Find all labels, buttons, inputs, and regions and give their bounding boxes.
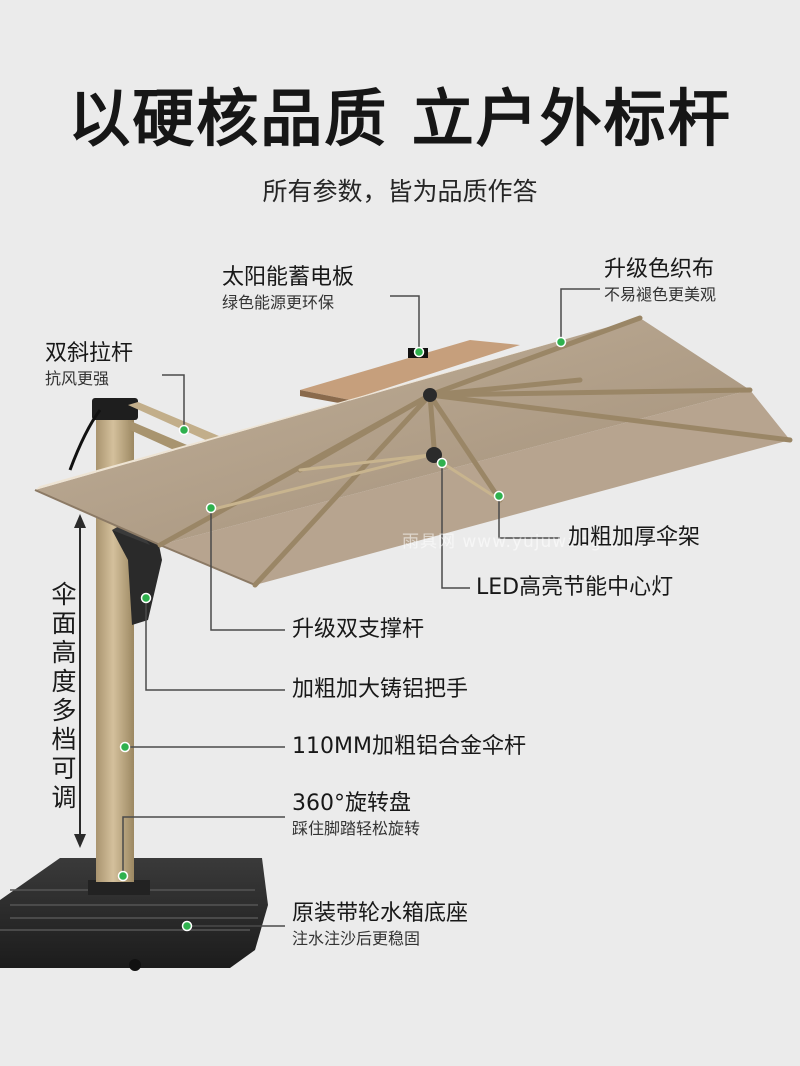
- callout-solar-sub: 绿色能源更环保: [222, 293, 335, 312]
- height-adjust-label: 伞面高度多档可调: [51, 580, 77, 812]
- callout-solar-title: 太阳能蓄电板: [222, 265, 355, 290]
- callout-rotation-sub: 踩住脚踏轻松旋转: [292, 819, 421, 838]
- callout-pole: 110MM加粗铝合金伞杆: [292, 733, 526, 761]
- callout-pole-title: 110MM加粗铝合金伞杆: [292, 734, 526, 759]
- callout-lines: [122, 288, 600, 927]
- headline: 以硬核品质 立户外标杆: [68, 82, 732, 155]
- callout-led-title: LED高亮节能中心灯: [476, 575, 674, 600]
- callout-diagonal: 双斜拉杆 抗风更强: [45, 340, 133, 390]
- callout-diagonal-title: 双斜拉杆: [45, 341, 134, 366]
- callout-rotation-title: 360°旋转盘: [292, 791, 411, 816]
- callout-diagonal-sub: 抗风更强: [45, 369, 110, 388]
- callout-fabric-title: 升级色织布: [604, 257, 715, 282]
- rotation-plate: [88, 880, 150, 895]
- height-arrow: [74, 514, 86, 848]
- callout-rotation: 360°旋转盘 踩住脚踏轻松旋转: [292, 790, 420, 840]
- callout-base-title: 原装带轮水箱底座: [292, 901, 469, 926]
- callout-handle-title: 加粗加大铸铝把手: [292, 677, 469, 702]
- callout-fabric-sub: 不易褪色更美观: [604, 285, 717, 304]
- callout-frame: 加粗加厚伞架: [568, 524, 700, 552]
- callout-handle: 加粗加大铸铝把手: [292, 676, 468, 704]
- callout-dots: [117, 336, 567, 932]
- callout-led: LED高亮节能中心灯: [476, 574, 673, 602]
- watermark: 雨具网 www.yujuwang.com: [402, 532, 648, 552]
- callout-support: 升级双支撑杆: [292, 616, 424, 644]
- callout-support-title: 升级双支撑杆: [292, 617, 425, 642]
- subline: 所有参数，皆为品质作答: [262, 177, 538, 206]
- water-tank-base: [0, 858, 268, 971]
- led-center-light-hub: [426, 447, 442, 463]
- callout-fabric: 升级色织布 不易褪色更美观: [604, 256, 716, 306]
- callout-base-sub: 注水注沙后更稳固: [292, 929, 421, 948]
- callout-base: 原装带轮水箱底座 注水注沙后更稳固: [292, 900, 468, 950]
- callout-solar: 太阳能蓄电板 绿色能源更环保: [222, 264, 354, 314]
- callout-frame-title: 加粗加厚伞架: [568, 525, 701, 550]
